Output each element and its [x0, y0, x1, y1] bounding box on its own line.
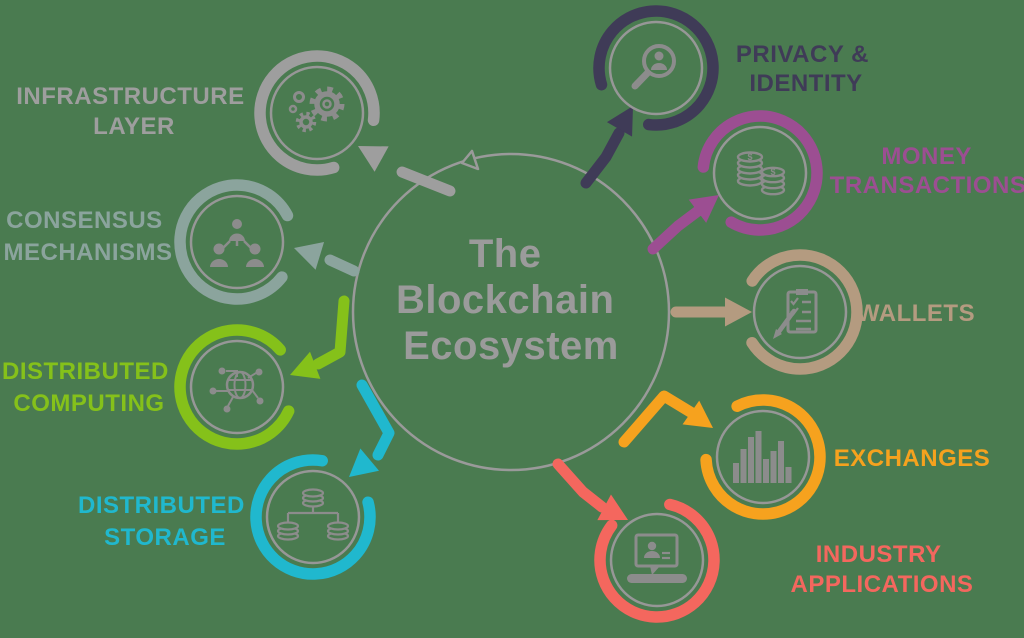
- connector-privacy-identity: [580, 127, 625, 189]
- central-hub: The Blockchain Ecosystem: [351, 149, 671, 472]
- node-consensus-mechanisms: CONSENSUS MECHANISMS: [3, 179, 360, 305]
- label-distributed-computing: DISTRIBUTED COMPUTING: [2, 358, 176, 417]
- arrowhead-money-transactions: [688, 195, 719, 223]
- connector-exchanges: [618, 390, 698, 448]
- ring-privacy-identity: [593, 5, 719, 131]
- node-wallets: WALLETS: [670, 249, 975, 375]
- arrowhead-distributed-computing: [290, 351, 321, 379]
- node-distributed-computing: DISTRIBUTED COMPUTING: [2, 295, 350, 450]
- inner-circle-consensus-mechanisms: [189, 194, 285, 290]
- center-title: The Blockchain Ecosystem: [396, 232, 626, 368]
- inner-circle-wallets: [752, 264, 848, 360]
- node-distributed-storage: DISTRIBUTED STORAGE: [78, 379, 395, 580]
- inner-circle-distributed-storage: [265, 469, 361, 565]
- label-money-transactions: MONEY TRANSACTIONS: [830, 143, 1024, 199]
- connector-distributed-storage: [356, 379, 395, 461]
- label-industry-applications: INDUSTRY APPLICATIONS: [791, 541, 974, 598]
- arrowhead-industry-applications: [597, 494, 628, 521]
- ring-distributed-storage: [250, 454, 376, 580]
- ring-consensus-mechanisms: [174, 179, 300, 305]
- node-industry-applications: INDUSTRY APPLICATIONS: [552, 458, 974, 623]
- ring-distributed-computing: [174, 324, 300, 450]
- label-consensus-mechanisms: CONSENSUS MECHANISMS: [3, 207, 172, 266]
- database-network-icon: [276, 488, 350, 541]
- cycle-arrowhead-icon: [460, 149, 480, 171]
- globe-network-icon: [209, 367, 264, 413]
- svg-text:$: $: [747, 152, 752, 162]
- coin-stacks-icon: $ $: [736, 151, 786, 196]
- arrowhead-consensus-mechanisms: [294, 242, 325, 270]
- gears-icon: [288, 86, 345, 133]
- node-money-transactions: $ $ MONEY TRANSACTIONS: [647, 110, 1024, 255]
- arrowhead-infrastructure-layer: [358, 146, 389, 172]
- node-privacy-identity: PRIVACY & IDENTITY: [580, 5, 876, 189]
- label-infrastructure-layer: INFRASTRUCTURE LAYER: [16, 83, 252, 140]
- label-distributed-storage: DISTRIBUTED STORAGE: [78, 492, 252, 551]
- arrowhead-exchanges: [682, 400, 713, 428]
- inner-circle-exchanges: [715, 409, 811, 505]
- magnifier-person-icon: [631, 44, 676, 90]
- ring-wallets: [737, 249, 863, 375]
- center-title-line1: The: [469, 232, 542, 276]
- bar-chart-icon: [733, 431, 792, 483]
- people-hierarchy-icon: [210, 219, 264, 267]
- label-wallets: WALLETS: [857, 300, 975, 327]
- node-infrastructure-layer: INFRASTRUCTURE LAYER: [16, 50, 456, 197]
- connector-consensus-mechanisms: [324, 254, 360, 277]
- connector-infrastructure-layer: [396, 166, 456, 197]
- inner-circle-distributed-computing: [189, 339, 285, 435]
- inner-circle-money-transactions: [712, 125, 808, 221]
- connector-distributed-computing: [312, 295, 350, 370]
- ring-infrastructure-layer: [254, 50, 380, 176]
- central-circle: [351, 152, 671, 472]
- inner-circle-infrastructure-layer: [269, 65, 365, 161]
- clipboard-pen-icon: [773, 289, 818, 339]
- svg-text:$: $: [770, 167, 775, 177]
- inner-circle-industry-applications: [609, 512, 705, 608]
- node-exchanges: EXCHANGES: [618, 390, 991, 520]
- ring-industry-applications: [594, 497, 720, 623]
- center-title-line2: Blockchain: [396, 278, 614, 322]
- connector-money-transactions: [647, 205, 704, 255]
- label-exchanges: EXCHANGES: [834, 445, 991, 472]
- arrowhead-wallets: [725, 297, 752, 327]
- label-privacy-identity: PRIVACY & IDENTITY: [736, 41, 876, 97]
- center-title-line3: Ecosystem: [403, 324, 619, 368]
- ring-money-transactions: [697, 110, 823, 236]
- monitor-user-icon: [627, 533, 687, 583]
- ring-exchanges: [700, 394, 826, 520]
- arrowhead-privacy-identity: [606, 106, 633, 137]
- connector-industry-applications: [552, 458, 608, 513]
- arrowhead-distributed-storage: [349, 448, 380, 477]
- inner-circle-privacy-identity: [608, 20, 704, 116]
